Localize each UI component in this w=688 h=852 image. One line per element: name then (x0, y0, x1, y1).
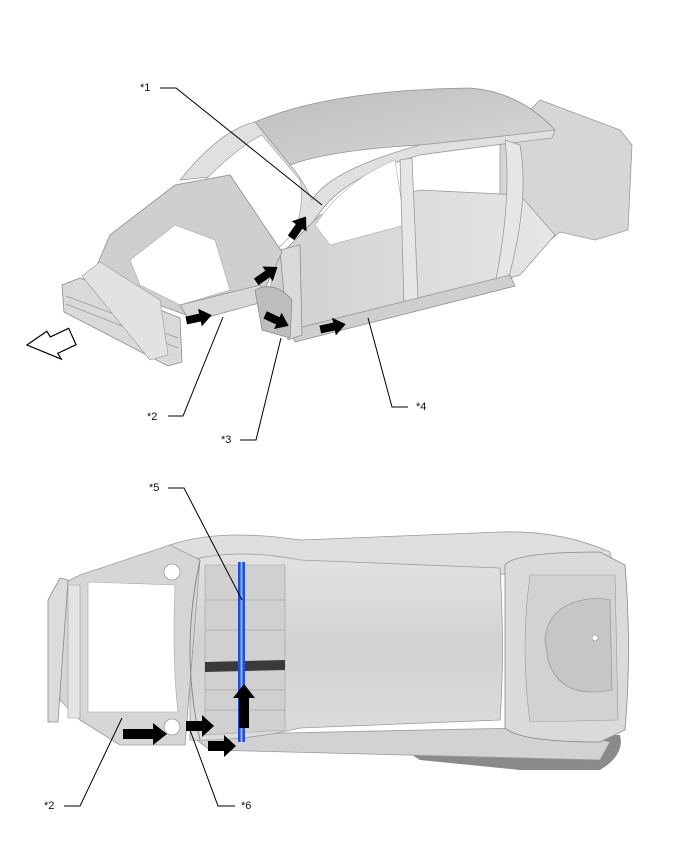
arrow-icon (287, 216, 307, 241)
arrow-icon (185, 308, 212, 327)
isometric-car-body (61, 87, 633, 367)
leader-line-4 (367, 317, 408, 408)
leader-line-2 (168, 316, 224, 417)
front-direction-arrow-icon (25, 327, 77, 361)
load-path-arrows-isometric (185, 216, 346, 336)
leader-lines-bottom (64, 487, 243, 807)
arrow-icon (263, 311, 289, 330)
leader-line-3 (240, 337, 282, 441)
callout-3: *3 (221, 434, 232, 446)
leader-line-2b (64, 717, 123, 807)
callout-2: *2 (147, 411, 158, 423)
arrow-icon (233, 684, 255, 728)
callout-4: *4 (416, 401, 427, 413)
bottom-view-car-body (47, 531, 629, 770)
callout-1: *1 (140, 82, 151, 94)
arrow-icon (186, 715, 214, 737)
arrow-icon (208, 735, 236, 757)
leader-line-6 (189, 729, 235, 807)
leader-line-1 (160, 87, 323, 206)
callout-2-bottom: *2 (44, 800, 55, 812)
arrow-icon (123, 723, 167, 745)
leader-lines-isometric (160, 87, 408, 441)
highlighted-cross-member (238, 562, 245, 742)
callout-6: *6 (241, 800, 252, 812)
leader-line-5 (168, 487, 243, 601)
load-path-arrows-bottom (123, 684, 255, 757)
arrow-icon (253, 266, 278, 286)
arrow-icon (319, 317, 346, 336)
callout-5: *5 (149, 482, 160, 494)
